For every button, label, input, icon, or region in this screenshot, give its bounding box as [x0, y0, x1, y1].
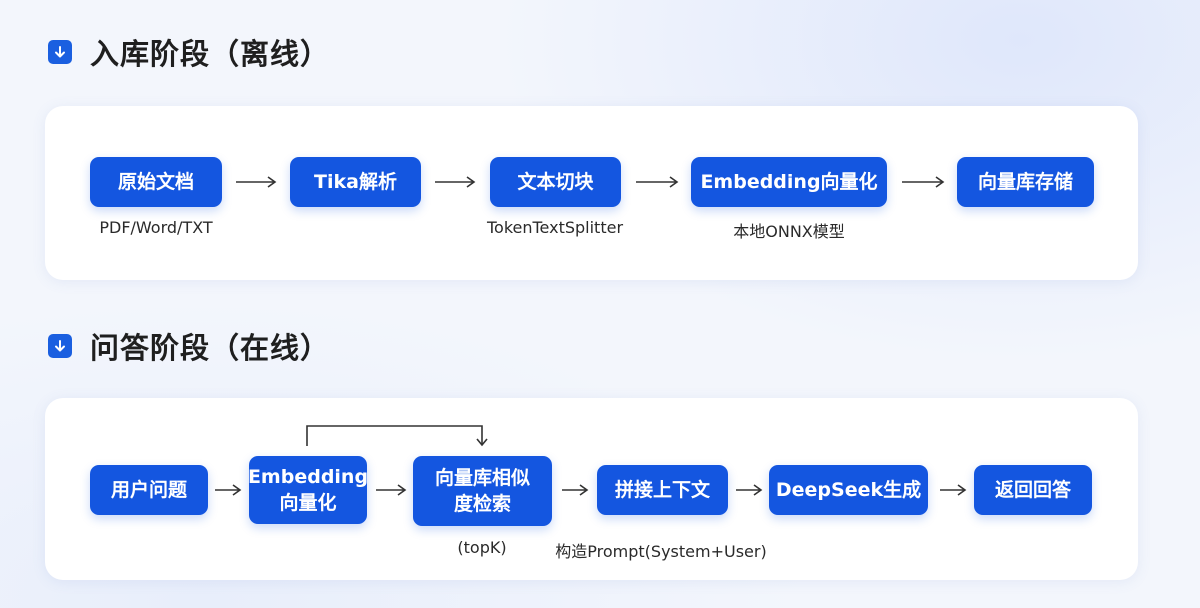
arrow-icon: [636, 176, 679, 188]
node-user-question: 用户问题: [90, 465, 208, 515]
node-similarity-search: 向量库相似度检索: [413, 456, 552, 526]
bypass-connector: [306, 425, 488, 447]
node-embedding: Embedding向量化: [691, 157, 887, 207]
node-source-docs: 原始文档: [90, 157, 222, 207]
arrow-icon: [435, 176, 476, 188]
arrow-down-icon: [48, 40, 72, 64]
arrow-icon: [376, 484, 407, 496]
node-query-embedding: Embedding 向量化: [247, 456, 369, 524]
online-pipeline-panel: 用户问题 Embedding 向量化 向量库相似度检索 拼接上下文 DeepSee…: [45, 398, 1138, 580]
arrow-down-icon: [48, 334, 72, 358]
caption-local-model: 本地ONNX模型: [733, 222, 845, 241]
arrow-icon: [902, 176, 945, 188]
node-concat-context: 拼接上下文: [597, 465, 728, 515]
caption-build-prompt: 构造Prompt(System+User): [555, 542, 767, 561]
online-title-text: 问答阶段（在线）: [90, 331, 331, 365]
arrow-icon: [736, 484, 763, 496]
node-tika-parse: Tika解析: [290, 157, 421, 207]
node-similarity-search-line2: 度检索: [453, 493, 511, 515]
node-deepseek-generate: DeepSeek生成: [769, 465, 928, 515]
arrow-icon: [236, 176, 277, 188]
node-similarity-search-line1: 向量库相似: [434, 467, 530, 489]
offline-title-text: 入库阶段（离线）: [90, 37, 331, 71]
node-text-chunk: 文本切块: [490, 157, 621, 207]
node-return-answer: 返回回答: [974, 465, 1092, 515]
online-section-title: 问答阶段（在线）: [48, 326, 330, 366]
caption-source-formats: PDF/Word/TXT: [99, 218, 213, 237]
caption-token-splitter: TokenTextSplitter: [486, 218, 624, 237]
node-query-embedding-line1: Embedding: [247, 466, 369, 488]
node-query-embedding-line2: 向量化: [279, 492, 337, 514]
offline-section-title: 入库阶段（离线）: [48, 32, 330, 72]
offline-pipeline-panel: 原始文档 Tika解析 文本切块 Embedding向量化 向量库存储 PDF/…: [45, 106, 1138, 280]
arrow-icon: [215, 484, 242, 496]
node-vector-store: 向量库存储: [957, 157, 1094, 207]
arrow-icon: [940, 484, 967, 496]
arrow-icon: [562, 484, 589, 496]
caption-topk: (topK): [457, 538, 507, 557]
